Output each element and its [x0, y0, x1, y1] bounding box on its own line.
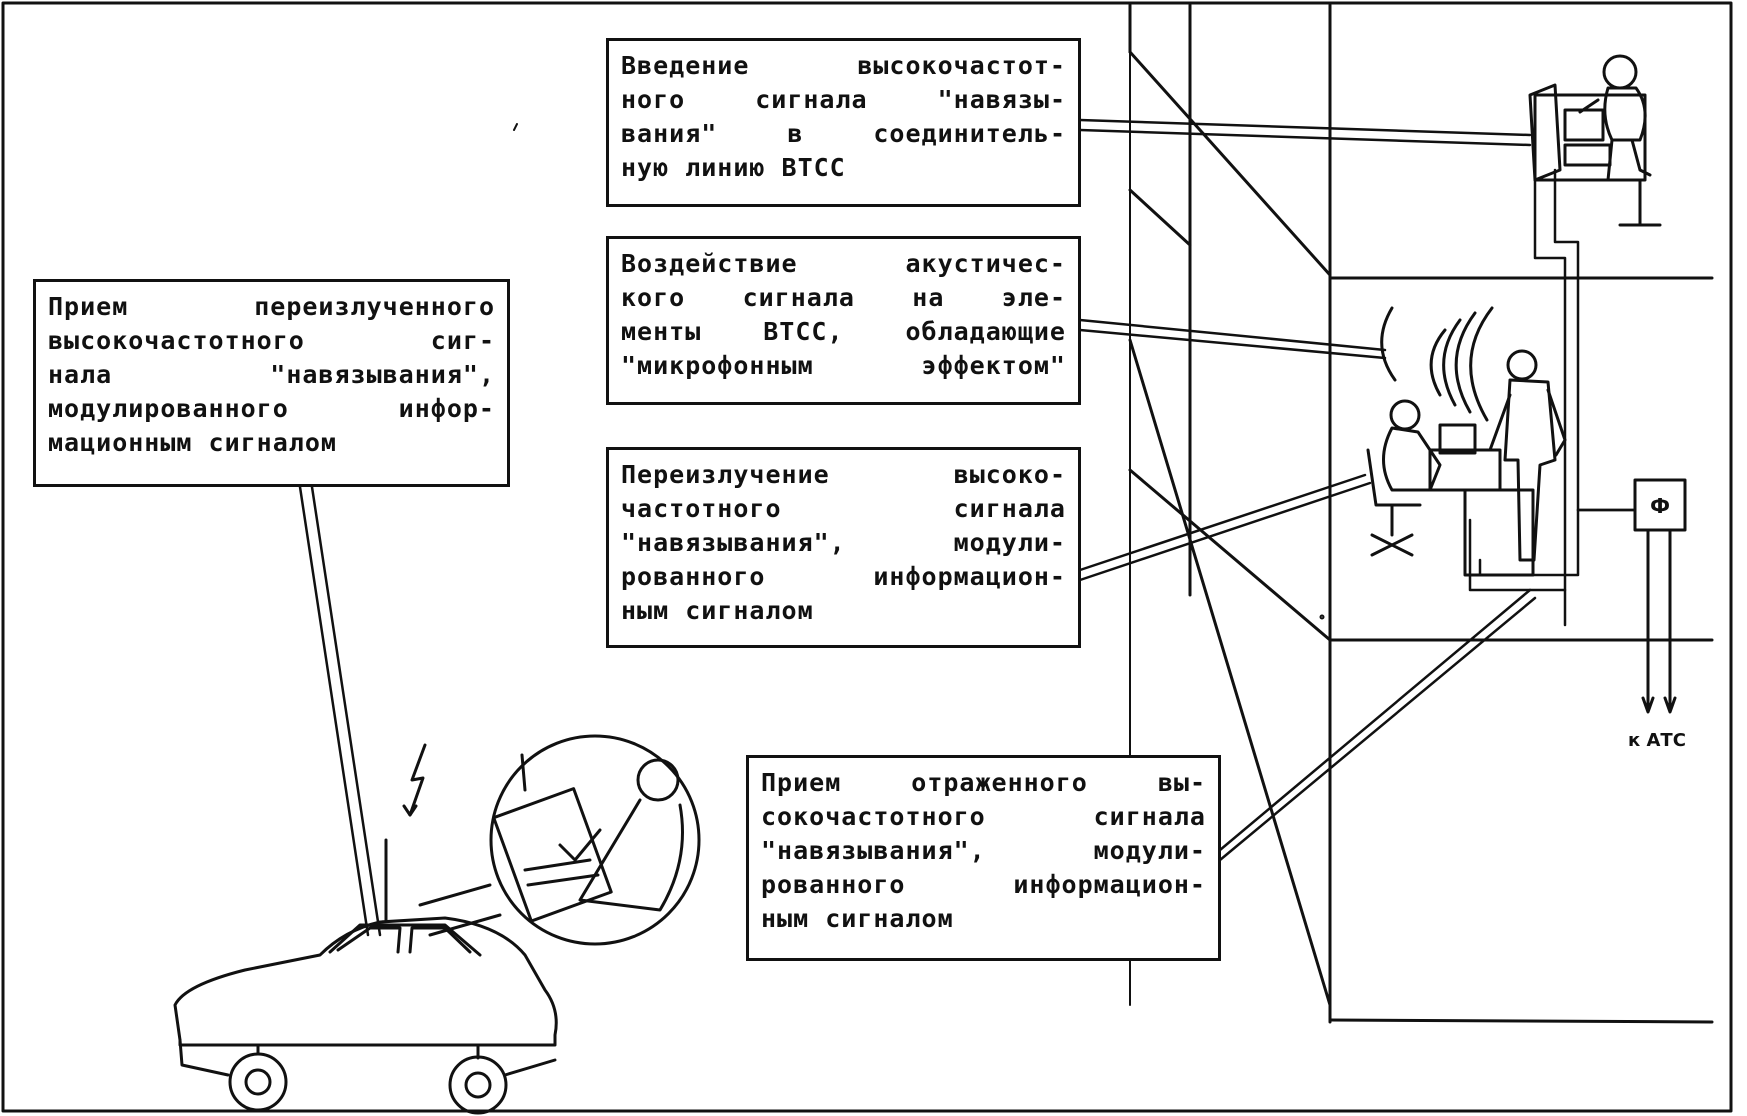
callout-hf-injection: Введение высокочастот- ного сигнала "нав…	[606, 38, 1081, 207]
operator-at-desk-illustration	[1528, 54, 1662, 227]
callout-line: ную линию ВТСС	[621, 153, 846, 182]
callout-reradiation: Переизлучение высоко- частотного сигнала…	[606, 447, 1081, 648]
callout-line: частотного сигнала	[621, 494, 1066, 523]
car-illustration	[173, 743, 558, 1115]
callout-line: высокочастотного сиг-	[48, 326, 495, 355]
filter-label: Ф	[1650, 494, 1670, 518]
callout-line: менты ВТСС, обладающие	[621, 317, 1066, 346]
callout-acoustic-effect: Воздействие акустичес- кого сигнала на э…	[606, 236, 1081, 405]
callout-line: Введение высокочастот-	[621, 51, 1066, 80]
to-ats-label: к АТС	[1628, 730, 1686, 751]
callout-line: рованного информацион-	[761, 870, 1206, 899]
callout-reception-reflected: Прием отраженного вы- сокочастотного сиг…	[746, 755, 1221, 961]
leader-lines	[298, 118, 1537, 937]
callout-reception-reradiated: Прием переизлученного высокочастотного с…	[33, 279, 510, 487]
callout-line: "микрофонным эффектом"	[621, 351, 1066, 380]
callout-line: мационным сигналом	[48, 428, 337, 457]
callout-line: ным сигналом	[621, 596, 814, 625]
callout-line: рованного информацион-	[621, 562, 1066, 591]
filter-unit	[1633, 478, 1687, 714]
callout-line: ным сигналом	[761, 904, 954, 933]
callout-line: "навязывания", модули-	[761, 836, 1206, 865]
callout-line: Переизлучение высоко-	[621, 460, 1066, 489]
callout-line: ного сигнала "навязы-	[621, 85, 1066, 114]
office-scene-illustration	[1366, 306, 1567, 577]
callout-line: Прием отраженного вы-	[761, 768, 1206, 797]
callout-line: Воздействие акустичес-	[621, 249, 1066, 278]
callout-line: нала "навязывания",	[48, 360, 495, 389]
phone-line-wiring	[1468, 168, 1637, 627]
callout-line: Прием переизлученного	[48, 292, 495, 321]
callout-line: "навязывания", модули-	[621, 528, 1066, 557]
magnified-receiver-inset	[418, 734, 701, 946]
callout-line: вания" в соединитель-	[621, 119, 1066, 148]
callout-line: модулированного инфор-	[48, 394, 495, 423]
callout-line: кого сигнала на эле-	[621, 283, 1066, 312]
callout-line: сокочастотного сигнала	[761, 802, 1206, 831]
